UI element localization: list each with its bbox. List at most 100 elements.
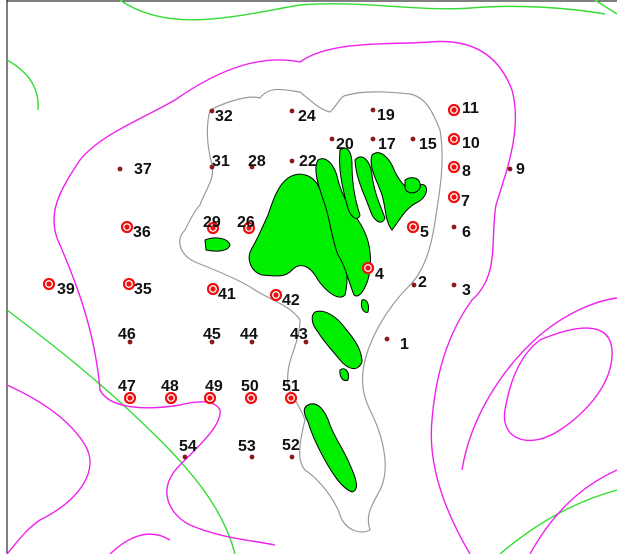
station-54: 54 bbox=[179, 438, 197, 460]
station-label: 15 bbox=[419, 136, 437, 153]
station-37: 37 bbox=[117, 161, 152, 178]
station-17: 17 bbox=[370, 136, 396, 153]
station-label: 32 bbox=[215, 108, 233, 125]
station-label: 52 bbox=[282, 437, 300, 454]
station-dot-marker bbox=[127, 339, 133, 345]
station-dot-marker bbox=[370, 136, 376, 142]
station-29: 29 bbox=[203, 214, 221, 235]
station-dot-marker bbox=[507, 166, 513, 172]
station-dot-marker bbox=[117, 166, 123, 172]
station-label: 50 bbox=[241, 378, 259, 395]
depth-contour-green-top bbox=[119, 0, 606, 21]
station-label: 44 bbox=[240, 326, 258, 343]
station-label: 31 bbox=[212, 153, 230, 170]
island-bordoy bbox=[370, 152, 427, 231]
station-dot-marker bbox=[127, 395, 133, 401]
station-39: 39 bbox=[42, 277, 75, 298]
station-label: 41 bbox=[218, 286, 236, 303]
station-label: 1 bbox=[400, 336, 409, 353]
station-35: 35 bbox=[122, 277, 152, 298]
station-5: 5 bbox=[406, 220, 429, 241]
station-label: 35 bbox=[134, 281, 152, 298]
station-dot-marker bbox=[124, 224, 130, 230]
station-label: 3 bbox=[462, 282, 471, 299]
station-dot-marker bbox=[126, 281, 132, 287]
station-label: 43 bbox=[290, 326, 308, 343]
station-dot-marker bbox=[209, 164, 215, 170]
station-label: 17 bbox=[378, 136, 396, 153]
island-svinoy bbox=[404, 177, 421, 194]
station-label: 36 bbox=[133, 224, 151, 241]
station-label: 22 bbox=[299, 153, 317, 170]
station-dot-marker bbox=[451, 136, 457, 142]
station-dot-marker bbox=[451, 107, 457, 113]
station-label: 47 bbox=[118, 378, 136, 395]
station-dot-marker bbox=[168, 395, 174, 401]
station-28: 28 bbox=[248, 153, 266, 170]
station-15: 15 bbox=[410, 136, 437, 153]
station-10: 10 bbox=[447, 132, 480, 152]
station-label: 11 bbox=[462, 100, 479, 117]
island-skuvoy bbox=[339, 368, 349, 381]
station-dot-marker bbox=[210, 225, 216, 231]
island-kalsoy bbox=[339, 147, 361, 219]
station-8: 8 bbox=[447, 160, 471, 180]
station-dot-marker bbox=[207, 395, 213, 401]
depth-contour-green-top-right bbox=[594, 0, 617, 15]
station-label: 39 bbox=[57, 281, 75, 298]
station-dot-marker bbox=[365, 265, 371, 271]
station-47: 47 bbox=[118, 378, 137, 405]
station-19: 19 bbox=[370, 107, 395, 124]
station-label: 54 bbox=[179, 438, 197, 455]
station-dot-marker bbox=[288, 395, 294, 401]
station-label: 19 bbox=[377, 107, 395, 124]
depth-contour-pink-bottom-left-2 bbox=[109, 533, 171, 554]
station-46: 46 bbox=[118, 326, 136, 345]
station-dot-marker bbox=[289, 158, 295, 164]
station-7: 7 bbox=[447, 190, 470, 210]
station-dot-marker bbox=[370, 107, 376, 113]
station-label: 9 bbox=[516, 161, 525, 178]
station-43: 43 bbox=[290, 326, 309, 345]
station-label: 8 bbox=[462, 163, 471, 180]
station-dot-marker bbox=[289, 108, 295, 114]
station-dot-marker bbox=[289, 454, 295, 460]
station-42: 42 bbox=[269, 288, 300, 309]
station-11: 11 bbox=[447, 100, 479, 117]
station-dot-marker bbox=[46, 281, 52, 287]
station-dot-marker bbox=[410, 136, 416, 142]
station-6: 6 bbox=[451, 224, 471, 241]
shelf-outline bbox=[179, 88, 443, 533]
station-32: 32 bbox=[209, 108, 233, 125]
depth-contour-pink-bottom-right bbox=[529, 469, 617, 554]
station-label: 28 bbox=[248, 153, 266, 170]
station-dot-marker bbox=[249, 339, 255, 345]
station-53: 53 bbox=[238, 438, 256, 460]
island-eysturoy bbox=[315, 158, 371, 297]
station-label: 42 bbox=[282, 292, 300, 309]
island-suduroy bbox=[303, 403, 357, 493]
station-dot-marker bbox=[246, 225, 252, 231]
station-label: 49 bbox=[205, 378, 223, 395]
station-dot-marker bbox=[303, 339, 309, 345]
station-label: 53 bbox=[238, 438, 256, 455]
station-31: 31 bbox=[209, 153, 230, 170]
station-20: 20 bbox=[329, 136, 354, 153]
station-dot-marker bbox=[209, 339, 215, 345]
station-dot-marker bbox=[329, 136, 335, 142]
station-36: 36 bbox=[120, 220, 151, 241]
station-dot-marker bbox=[451, 224, 457, 230]
station-26: 26 bbox=[237, 214, 256, 235]
station-dot-marker bbox=[182, 454, 188, 460]
station-dot-marker bbox=[451, 282, 457, 288]
station-48: 48 bbox=[161, 378, 179, 405]
station-label: 5 bbox=[420, 224, 429, 241]
station-label: 4 bbox=[375, 266, 384, 283]
station-1: 1 bbox=[384, 336, 409, 353]
island-sandoy bbox=[311, 310, 363, 369]
station-dot-marker bbox=[210, 286, 216, 292]
station-2: 2 bbox=[411, 274, 427, 291]
island-nolsoy bbox=[361, 299, 369, 313]
